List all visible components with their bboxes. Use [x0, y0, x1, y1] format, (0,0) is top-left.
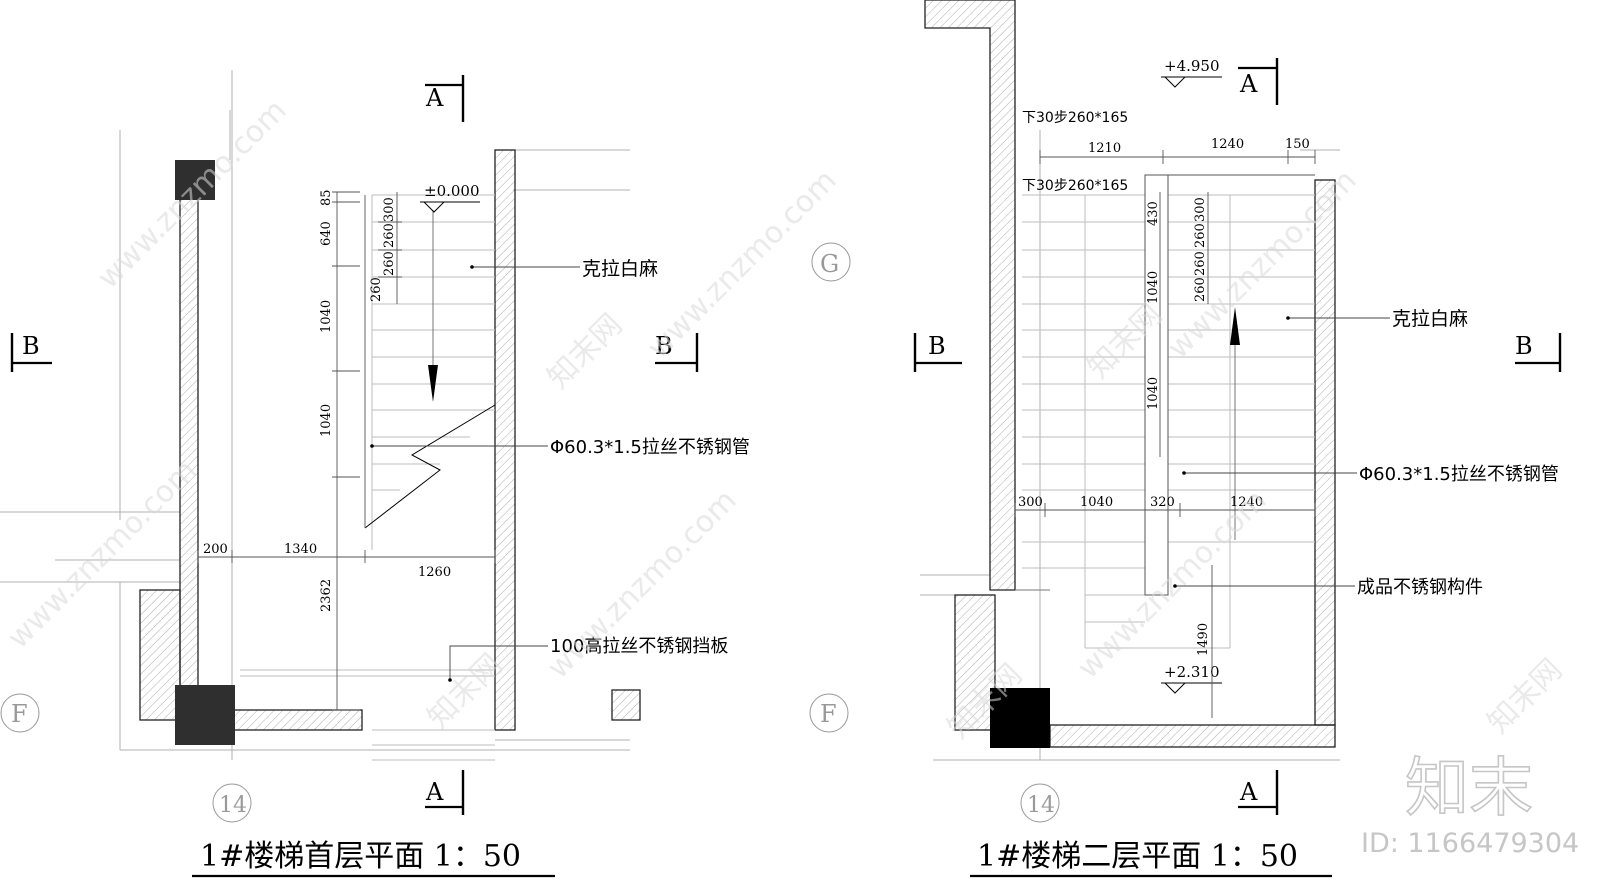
watermark-id: ID: 1166479304: [1361, 828, 1579, 859]
right-dim-mid-1040: 1040: [1080, 495, 1113, 510]
left-tread-260-c: 260: [369, 277, 384, 302]
left-note-stone: 克拉白麻: [582, 258, 658, 280]
right-stair-treads: [1022, 194, 1315, 649]
watermark-logo: 知末 ID: 1166479304: [1361, 751, 1579, 859]
left-section-a-top: A: [425, 84, 444, 112]
left-dim-200: 200: [203, 542, 228, 557]
watermark-brand-1: 知末网: [541, 307, 629, 395]
right-dim-1210: 1210: [1088, 141, 1121, 156]
left-note-plate: 100高拉丝不锈钢挡板: [550, 636, 728, 657]
column-bottom-right: [990, 688, 1050, 748]
right-note-pipe: Φ60.3*1.5拉丝不锈钢管: [1359, 464, 1559, 485]
left-section-b-right: B: [655, 332, 673, 360]
right-note-stone: 克拉白麻: [1392, 308, 1468, 330]
right-tread-260-a: 260: [1193, 223, 1208, 248]
left-note-pipe: Φ60.3*1.5拉丝不锈钢管: [550, 437, 750, 458]
watermark-brand-2: 知末网: [1081, 297, 1169, 385]
left-dim-1040-b: 1040: [319, 404, 334, 437]
left-section-a-bottom: A: [425, 778, 444, 806]
right-wall-south: [1049, 724, 1336, 748]
right-grid-f: F: [820, 700, 837, 728]
left-grid-f: F: [11, 700, 28, 728]
right-tread-300: 300: [1193, 197, 1208, 222]
right-plan: +4.950 +2.310 A A B B G F 14 下30步260*165…: [809, 0, 1562, 878]
right-dim-150: 150: [1285, 137, 1310, 152]
left-direction-arrow: [428, 365, 438, 402]
right-title: 1#楼梯二层平面 1：50: [977, 839, 1298, 874]
right-step-note-2: 下30步260*165: [1022, 178, 1128, 194]
right-section-a-bottom: A: [1239, 778, 1258, 806]
watermark-site-2: www.znzmo.com: [641, 163, 844, 366]
left-tread-260-b: 260: [382, 251, 397, 276]
right-dim-1040-a: 1040: [1146, 271, 1161, 304]
watermark-site-6: www.znzmo.com: [1071, 483, 1274, 686]
right-dim-mid-1240: 1240: [1230, 495, 1263, 510]
watermark-logo-text: 知末: [1405, 752, 1533, 826]
right-direction-arrow: [1230, 307, 1240, 345]
right-dim-mid-300: 300: [1018, 495, 1043, 510]
left-wall-south: [231, 709, 363, 731]
right-grid-14: 14: [1027, 793, 1055, 818]
right-wall-top-hook: [924, 0, 1016, 591]
left-grid-14: 14: [219, 793, 247, 818]
column-bottom-left: [175, 685, 235, 745]
left-dim-1040-a: 1040: [319, 300, 334, 333]
right-dim-mid-320: 320: [1150, 495, 1175, 510]
left-plan: ±0.000 A A B B F 14 85 640 1040 1040 236…: [0, 70, 750, 878]
right-dim-1040-b: 1040: [1146, 377, 1161, 410]
left-wall-southwest: [139, 589, 181, 721]
left-dim-2362: 2362: [319, 579, 334, 612]
right-dim-1490: 1490: [1196, 623, 1211, 656]
right-section-b-right: B: [1515, 332, 1533, 360]
right-step-note-1: 下30步260*165: [1022, 110, 1128, 126]
watermark-brand-5: 知末网: [1481, 652, 1569, 740]
right-dim-430: 430: [1146, 201, 1161, 226]
right-tread-260-c: 260: [1193, 277, 1208, 302]
right-section-b-left: B: [928, 332, 946, 360]
left-section-b-left: B: [22, 332, 40, 360]
left-tread-260-a: 260: [382, 223, 397, 248]
right-level-top: +4.950: [1164, 57, 1220, 75]
right-dim-1240: 1240: [1211, 137, 1244, 152]
left-dim-1260: 1260: [418, 565, 451, 580]
left-wall-east: [494, 149, 516, 731]
right-tread-260-b: 260: [1193, 251, 1208, 276]
right-level-mid: +2.310: [1164, 663, 1220, 681]
left-level: ±0.000: [424, 182, 480, 200]
right-grid-g: G: [820, 250, 839, 278]
right-wall-southwest: [954, 594, 996, 731]
left-title: 1#楼梯首层平面 1：50: [200, 839, 521, 874]
left-tread-300: 300: [382, 197, 397, 222]
right-section-a-top: A: [1239, 70, 1258, 98]
left-dim-1340: 1340: [284, 542, 317, 557]
left-dim-640: 640: [319, 221, 334, 246]
right-note-member: 成品不锈钢构件: [1357, 577, 1483, 598]
left-dim-85: 85: [319, 189, 334, 206]
right-wall-east: [1314, 179, 1336, 726]
column-top-left: [175, 160, 215, 200]
